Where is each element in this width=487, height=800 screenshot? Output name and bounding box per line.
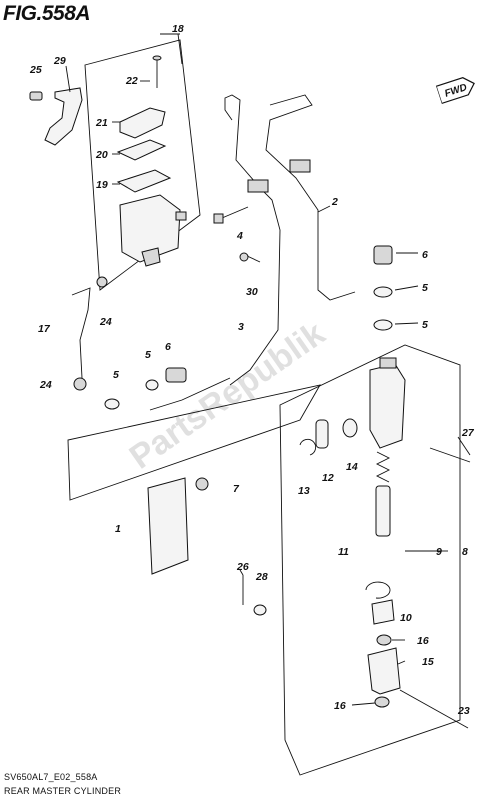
hose-clamp-2 [289,159,311,173]
callout-13: 13 [298,485,310,497]
figure-title: FIG.558A [3,2,91,25]
hose-group-frame [67,384,321,501]
boot [371,599,395,625]
hose-clip-upper [96,276,108,288]
callout-22: 22 [125,75,138,87]
callout-16-upper: 16 [417,635,429,647]
nut-16a [376,634,392,646]
banjo-bolt-right [373,245,393,265]
washer-5a [104,398,120,410]
nut-16b [374,696,390,708]
callout-24-lower: 24 [39,379,52,391]
banjo-bolt-6 [165,367,187,383]
lower-bolt [239,252,261,263]
callout-5-left-b: 5 [145,349,151,361]
callout-12: 12 [322,472,334,484]
washer-28 [253,604,267,616]
callout-labels: 18 29 25 22 21 20 19 4 30 2 6 5 5 17 24 … [29,23,475,717]
callout-25: 25 [29,64,42,76]
hose-clip-lower [73,377,87,391]
callout-28: 28 [255,571,268,583]
mounting-bolt [213,206,249,224]
connector-12 [315,419,329,449]
callout-6-right: 6 [422,249,428,261]
reservoir-hose [71,287,91,379]
circlip-13 [299,438,317,456]
reservoir-cap [119,107,166,139]
diaphragm [116,169,172,193]
callout-3: 3 [238,321,244,333]
callout-9: 9 [436,546,442,558]
drawing-code: SV650AL7_E02_558A [4,772,98,782]
brake-hose-upper [224,94,281,386]
hose-clamp [247,179,269,193]
reservoir-body [119,194,187,267]
callout-5-right-b: 5 [422,319,428,331]
bolt-27 [429,447,471,463]
piston-11 [375,485,391,537]
drawing-caption: REAR MASTER CYLINDER [4,786,122,796]
callout-14: 14 [346,461,358,473]
callout-30: 30 [246,286,258,298]
callout-6-left: 6 [165,341,171,353]
callout-2: 2 [331,196,338,208]
cap-plate [116,139,167,161]
callout-4: 4 [236,230,243,242]
callout-27: 27 [461,427,475,439]
washer-5b [145,379,159,391]
spring [375,451,391,483]
master-cylinder-group-frame [279,344,461,776]
callout-29: 29 [53,55,66,67]
washer-right-b [373,319,393,331]
fwd-arrow-badge: FWD [435,77,475,105]
callout-7: 7 [233,483,240,495]
callout-24-upper: 24 [99,316,112,328]
brake-hose-2 [265,94,356,301]
cap-screw [152,55,162,88]
master-cylinder-body [369,357,406,449]
callout-19: 19 [96,179,108,191]
circlip-10 [365,581,391,599]
callout-23: 23 [457,705,470,717]
callout-5-left-a: 5 [113,369,119,381]
callout-5-right-a: 5 [422,282,428,294]
callout-26: 26 [236,561,249,573]
callout-8: 8 [462,546,468,558]
callout-15: 15 [422,656,434,668]
callout-17: 17 [38,323,51,335]
guard-cover [147,477,189,575]
screw-7 [195,477,209,491]
clevis-15 [367,647,401,695]
callout-1: 1 [115,523,121,535]
callout-21: 21 [95,117,108,129]
callout-20: 20 [95,149,108,161]
leader-lines [65,33,471,706]
callout-18: 18 [172,23,184,35]
washer-right-a [373,286,393,298]
brake-hose-3 [149,377,231,411]
o-ring-14 [342,418,358,438]
callout-10: 10 [400,612,412,624]
callout-16-lower: 16 [334,700,346,712]
callout-11: 11 [338,546,349,558]
clevis-pin-23 [399,689,469,729]
bracket [29,87,83,146]
reservoir-group-frame [84,39,201,291]
